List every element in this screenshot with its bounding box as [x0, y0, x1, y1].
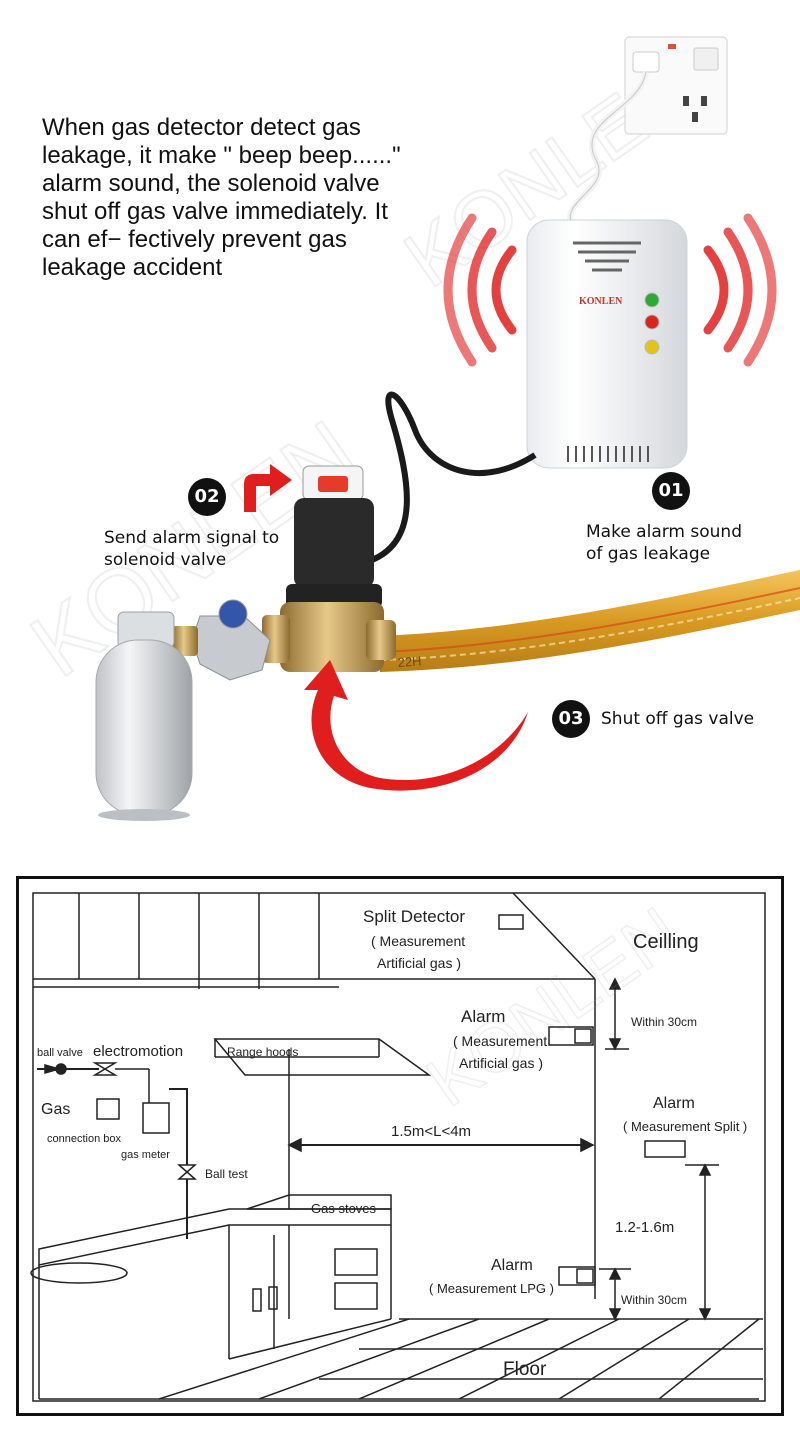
label-ceiling: Ceilling	[633, 931, 699, 953]
label-within-top: Within 30cm	[631, 1015, 698, 1029]
gas-regulator	[172, 599, 271, 681]
led-green-icon	[644, 292, 660, 308]
kitchen-line-drawing: KONLEN	[30, 892, 766, 1402]
system-illustration: KONLEN KONLEN	[13, 36, 800, 821]
label-connection-box: connection box	[47, 1133, 121, 1145]
label-ball-test: Ball test	[205, 1167, 248, 1181]
step-text-01: Make alarm sound of gas leakage	[586, 522, 742, 564]
step-badge-01: 01	[652, 472, 690, 510]
label-alarm-split: Alarm	[653, 1095, 695, 1112]
wall-socket	[624, 36, 728, 135]
signal-arrow-icon	[244, 464, 292, 512]
gas-detector: KONLEN	[526, 219, 688, 469]
signal-cable	[370, 391, 537, 563]
step-text-02: Send alarm signal to solenoid valve	[104, 528, 280, 570]
solenoid-valve	[262, 465, 396, 672]
label-distance: 1.5m<L<4m	[391, 1123, 472, 1140]
step-text-03: Shut off gas valve	[601, 709, 755, 729]
illustration-graphics: KONLEN KONLEN	[13, 36, 800, 821]
label-gas-stoves: Gas stoves	[311, 1201, 377, 1216]
gas-hose: 22H	[379, 570, 800, 672]
led-yellow-icon	[644, 339, 660, 355]
label-split-detector-sub1: ( Measurement	[371, 933, 466, 949]
label-height: 1.2-1.6m	[615, 1219, 675, 1236]
label-within-bottom: Within 30cm	[621, 1293, 688, 1307]
svg-text:KONLEN: KONLEN	[579, 296, 623, 307]
label-alarm-top: Alarm	[461, 1007, 506, 1026]
label-gas: Gas	[41, 1101, 71, 1118]
shutoff-arrow-icon	[304, 660, 528, 791]
gas-cylinder	[95, 611, 193, 821]
sound-waves-right	[703, 213, 777, 367]
label-alarm-lpg-sub: ( Measurement LPG )	[429, 1281, 554, 1296]
label-alarm-top-sub2: Artificial gas )	[459, 1055, 544, 1071]
step-badge-03: 03	[552, 700, 590, 738]
label-floor: Floor	[503, 1359, 547, 1380]
intro-paragraph: When gas detector detect gas leakage, it…	[42, 114, 401, 281]
sound-waves-left	[443, 213, 517, 367]
installation-diagram: KONLEN Split Detector ( Measurement Arti…	[16, 876, 784, 1416]
label-alarm-top-sub1: ( Measurement	[453, 1033, 548, 1049]
label-ball-valve: ball valve	[37, 1047, 83, 1059]
label-alarm-lpg: Alarm	[491, 1257, 533, 1274]
label-alarm-split-sub: ( Measurement Split )	[623, 1119, 748, 1134]
label-split-detector-sub2: Artificial gas )	[377, 955, 462, 971]
label-gas-meter: gas meter	[121, 1149, 170, 1161]
label-split-detector: Split Detector	[363, 907, 466, 926]
label-electromotion: electromotion	[93, 1043, 184, 1060]
led-red-icon	[644, 314, 660, 330]
svg-text:22H: 22H	[397, 653, 422, 670]
step-badge-02: 02	[188, 478, 226, 516]
label-range-hoods: Range hoods	[227, 1045, 299, 1059]
